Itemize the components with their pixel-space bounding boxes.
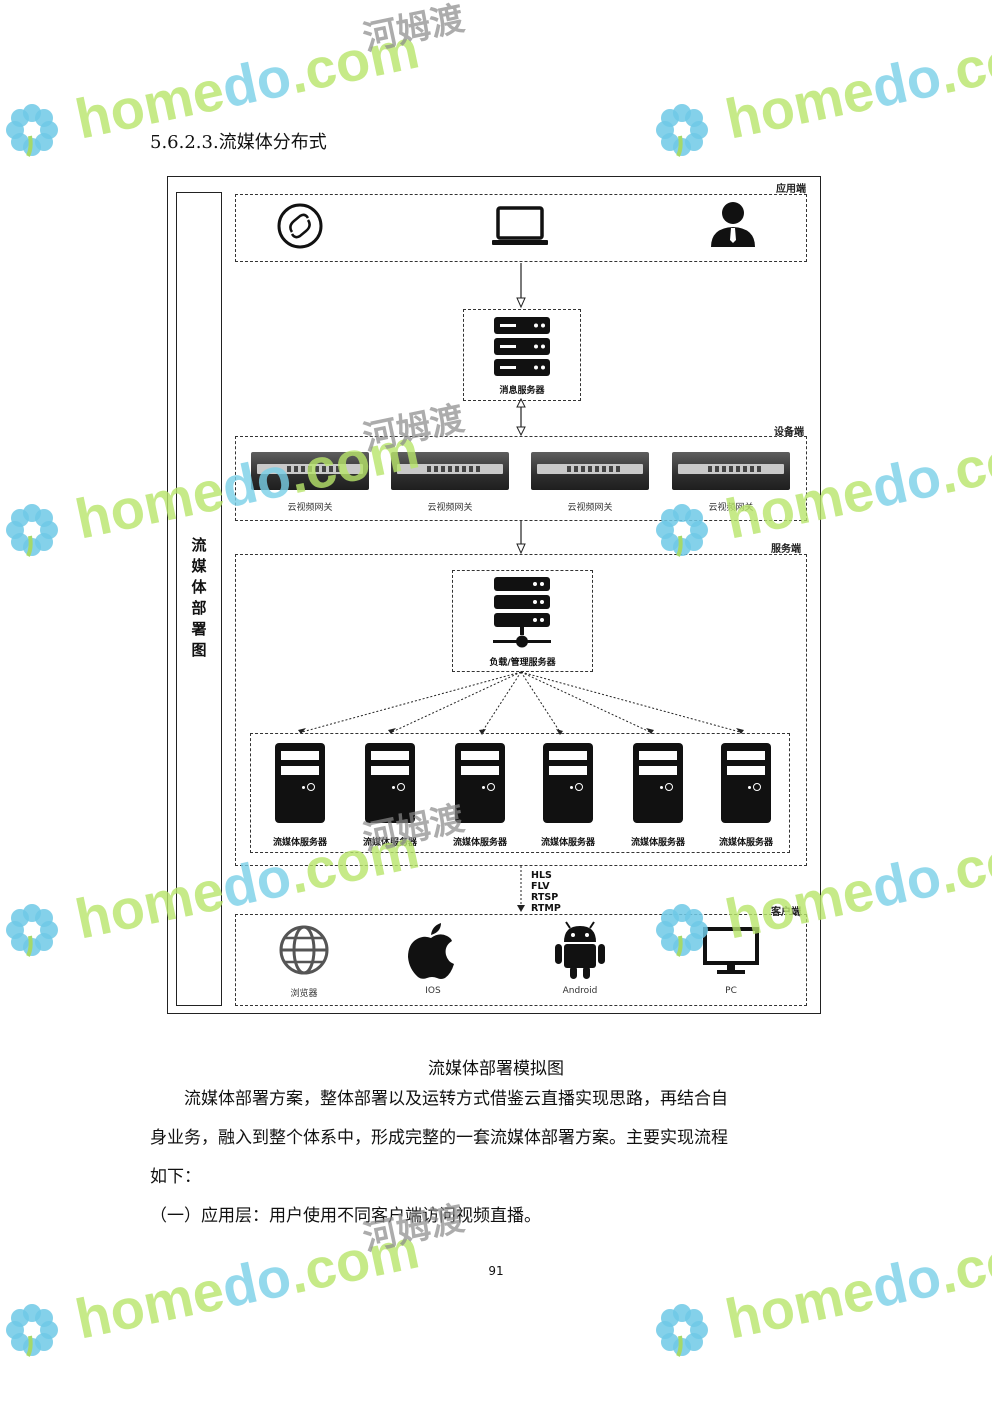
gateway-device	[391, 452, 509, 490]
gateway-device	[251, 452, 369, 490]
side-label: 流媒体部署图	[191, 536, 207, 659]
paragraph-line-2: 身业务，融入到整个体系中，形成完整的一套流媒体部署方案。主要实现流程	[150, 1128, 728, 1148]
app-section	[235, 194, 807, 262]
protocol-item: FLV	[531, 881, 550, 892]
apple-icon	[408, 923, 454, 979]
protocol-item: RTMP	[531, 903, 561, 914]
watermark-part: do	[866, 1243, 947, 1320]
media-server-group	[250, 733, 790, 853]
media-server-icon	[365, 743, 415, 823]
media-server-label: 流媒体服务器	[452, 838, 507, 848]
media-server-icon	[275, 743, 325, 823]
app-section-label: 应用端	[776, 184, 806, 195]
watermark-flower-logo	[656, 504, 708, 557]
watermark-flower-logo	[6, 104, 58, 157]
client-label: 浏览器	[290, 989, 318, 999]
link-icon	[277, 203, 323, 249]
media-server-icon	[543, 743, 593, 823]
watermark-part: do	[216, 43, 297, 120]
browser-globe-icon	[279, 925, 329, 975]
protocol-item: HLS	[531, 870, 552, 881]
media-server-label: 流媒体服务器	[272, 838, 327, 848]
protocol-item: RTSP	[531, 892, 559, 903]
side-label-box: 流媒体部署图	[176, 192, 222, 1006]
load-server-label: 负载/管理服务器	[489, 658, 556, 668]
watermark-flower-logo	[6, 1304, 58, 1357]
deployment-diagram	[167, 176, 821, 1014]
message-server-label: 消息服务器	[499, 386, 545, 396]
android-icon	[555, 921, 605, 979]
client-label: Android	[562, 986, 598, 996]
section-heading: 5.6.2.3.流媒体分布式	[150, 132, 327, 153]
media-server-label: 流媒体服务器	[540, 838, 595, 848]
media-server-icon	[721, 743, 771, 823]
client-label: IOS	[425, 986, 441, 996]
gateway-label: 云视频网关	[708, 503, 754, 513]
message-server-box	[463, 309, 581, 401]
paragraph-line-1: 流媒体部署方案，整体部署以及运转方式借鉴云直播实现思路，再结合自	[150, 1089, 728, 1109]
media-server-icon	[633, 743, 683, 823]
pc-monitor-icon	[703, 927, 759, 974]
device-section	[235, 436, 807, 521]
client-section-label: 客户端	[771, 907, 801, 918]
watermark-flower-logo	[656, 1304, 708, 1357]
page-number: 91	[488, 1264, 504, 1278]
server-rack-icon	[494, 317, 550, 376]
service-section-label: 服务端	[771, 544, 801, 555]
media-server-icon	[455, 743, 505, 823]
gateway-device	[531, 452, 649, 490]
gateway-label: 云视频网关	[287, 503, 333, 513]
client-section	[235, 914, 807, 1006]
figure-caption: 流媒体部署模拟图	[428, 1059, 564, 1079]
watermark-flower-logo	[6, 904, 58, 957]
watermark-part: do	[216, 843, 297, 920]
paragraph-line-3: 如下：	[150, 1167, 201, 1187]
service-section	[235, 554, 807, 866]
user-icon	[711, 202, 755, 247]
gateway-label: 云视频网关	[427, 503, 473, 513]
watermark-flower-logo	[656, 904, 708, 957]
load-server-box	[452, 570, 593, 672]
watermark-flower-logo	[6, 504, 58, 557]
gateway-label: 云视频网关	[567, 503, 613, 513]
watermark-part: do	[216, 1243, 297, 1320]
watermark-part: do	[866, 43, 947, 120]
media-server-label: 流媒体服务器	[630, 838, 685, 848]
watermark-flower-logo	[656, 104, 708, 157]
paragraph-line-4: （一）应用层：用户使用不同客户端访问视频直播。	[150, 1206, 541, 1226]
watermark-part: do	[866, 843, 947, 920]
load-server-icon	[493, 577, 551, 648]
media-server-label: 流媒体服务器	[718, 838, 773, 848]
laptop-icon	[492, 206, 548, 245]
watermark-part: do	[216, 443, 297, 520]
gateway-device	[672, 452, 790, 490]
device-section-label: 设备端	[774, 427, 804, 438]
watermark-part: do	[866, 443, 947, 520]
media-server-label: 流媒体服务器	[362, 838, 417, 848]
client-label: PC	[725, 986, 737, 996]
